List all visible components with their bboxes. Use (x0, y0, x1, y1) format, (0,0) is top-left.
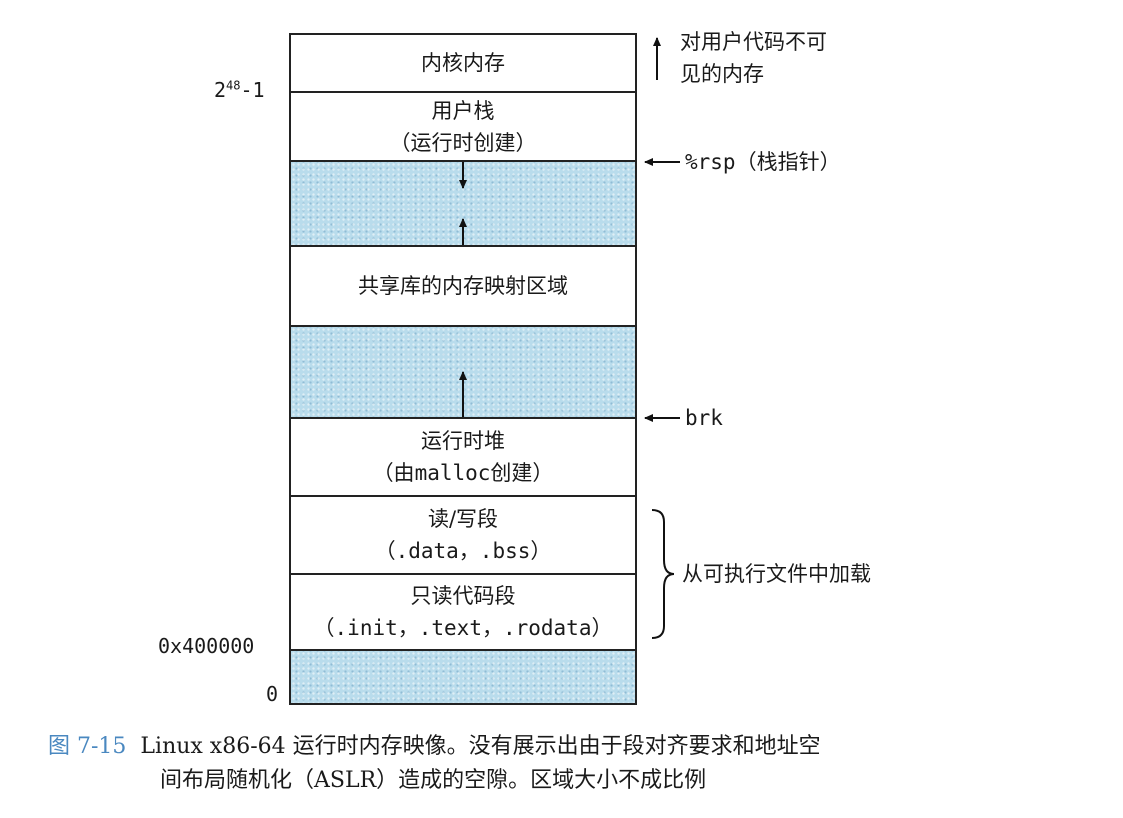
kernel-note: 对用户代码不可 见的内存 (680, 30, 827, 86)
kernel-memory-label: 内核内存 (421, 51, 505, 75)
read-only-code-sections: （.init，.text，.rodata） (313, 616, 613, 640)
runtime-heap-segment: 运行时堆 （由malloc创建） (289, 417, 637, 497)
user-stack-label: 用户栈 (431, 98, 495, 123)
read-write-label: 读/写段 (427, 507, 499, 531)
runtime-heap-note: （由malloc创建） (372, 461, 554, 485)
low-address-gap (289, 649, 637, 705)
loaded-segments-brace (651, 509, 675, 639)
code-start-address: 0x400000 (158, 634, 255, 658)
figure-number: 图 7-15 (48, 734, 127, 759)
caption-line-2: 间布局随机化（ASLR）造成的空隙。区域大小不成比例 (160, 768, 707, 793)
read-only-code-label: 只读代码段 (410, 584, 516, 608)
user-stack-note: （运行时创建） (389, 130, 537, 155)
caption-line-1: Linux x86-64 运行时内存映像。没有展示出由于段对齐要求和地址空 (140, 734, 821, 759)
zero-address: 0 (266, 682, 279, 706)
figure-caption: 图 7-15 Linux x86-64 运行时内存映像。没有展示出由于段对齐要求… (48, 730, 821, 798)
read-write-sections: （.data，.bss） (374, 539, 552, 563)
kernel-memory-segment: 内核内存 (289, 33, 637, 93)
brk-label: brk (685, 406, 723, 430)
top-user-address: 248-1 (214, 78, 265, 102)
loaded-from-executable-label: 从可执行文件中加载 (682, 562, 871, 586)
runtime-heap-label: 运行时堆 (421, 429, 505, 453)
rsp-label: %rsp（栈指针） (685, 150, 841, 174)
malloc-code: malloc (414, 461, 491, 485)
shared-libraries-label: 共享库的内存映射区域 (358, 274, 568, 298)
